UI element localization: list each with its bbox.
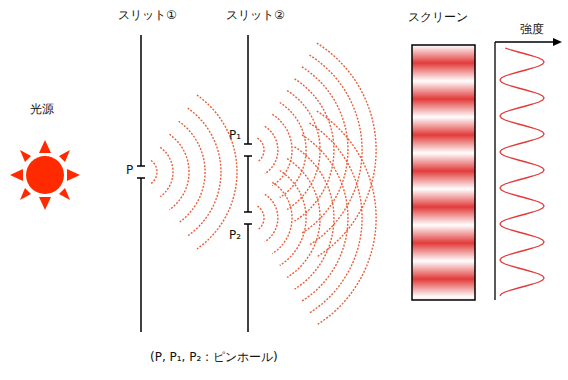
source-label: 光源 (30, 102, 54, 116)
pinhole-label: P₂ (229, 228, 241, 242)
screen (412, 45, 475, 300)
wavefront (169, 134, 189, 209)
wavefront (265, 126, 278, 173)
axis-label: 強度 (520, 22, 544, 36)
wavefront (295, 79, 334, 221)
caption-note: (P, P₁, P₂ : ピンホール) (150, 350, 278, 364)
slit-label: スリット① (118, 8, 177, 22)
wavefront (317, 43, 376, 257)
pinhole-label: P (126, 163, 133, 177)
wavefront (257, 206, 264, 230)
pinhole-label: P₁ (229, 128, 241, 142)
wavefront (302, 135, 348, 301)
wavefront (302, 67, 348, 233)
wavefront (179, 121, 205, 223)
wavefront (280, 103, 306, 198)
wavefronts (151, 43, 376, 325)
wavefront (160, 147, 173, 196)
wavefront (280, 171, 306, 266)
wavefront (151, 161, 157, 184)
wavefront (317, 111, 376, 325)
wavefront (309, 55, 362, 245)
wavefront (272, 182, 292, 253)
slit-label: スリット② (226, 8, 285, 22)
wavefront (265, 194, 278, 241)
wavefront (272, 114, 292, 185)
slit-plate (137, 35, 145, 332)
slit-plate (244, 35, 252, 332)
wavefront (295, 147, 334, 289)
wavefront (309, 123, 362, 313)
wavefront (188, 108, 221, 236)
wavefront (257, 138, 264, 162)
wavefront (287, 159, 320, 278)
wavefront (197, 95, 237, 249)
light-source (10, 140, 80, 210)
screen-label: スクリーン (408, 10, 468, 24)
intensity-graph (495, 38, 562, 300)
